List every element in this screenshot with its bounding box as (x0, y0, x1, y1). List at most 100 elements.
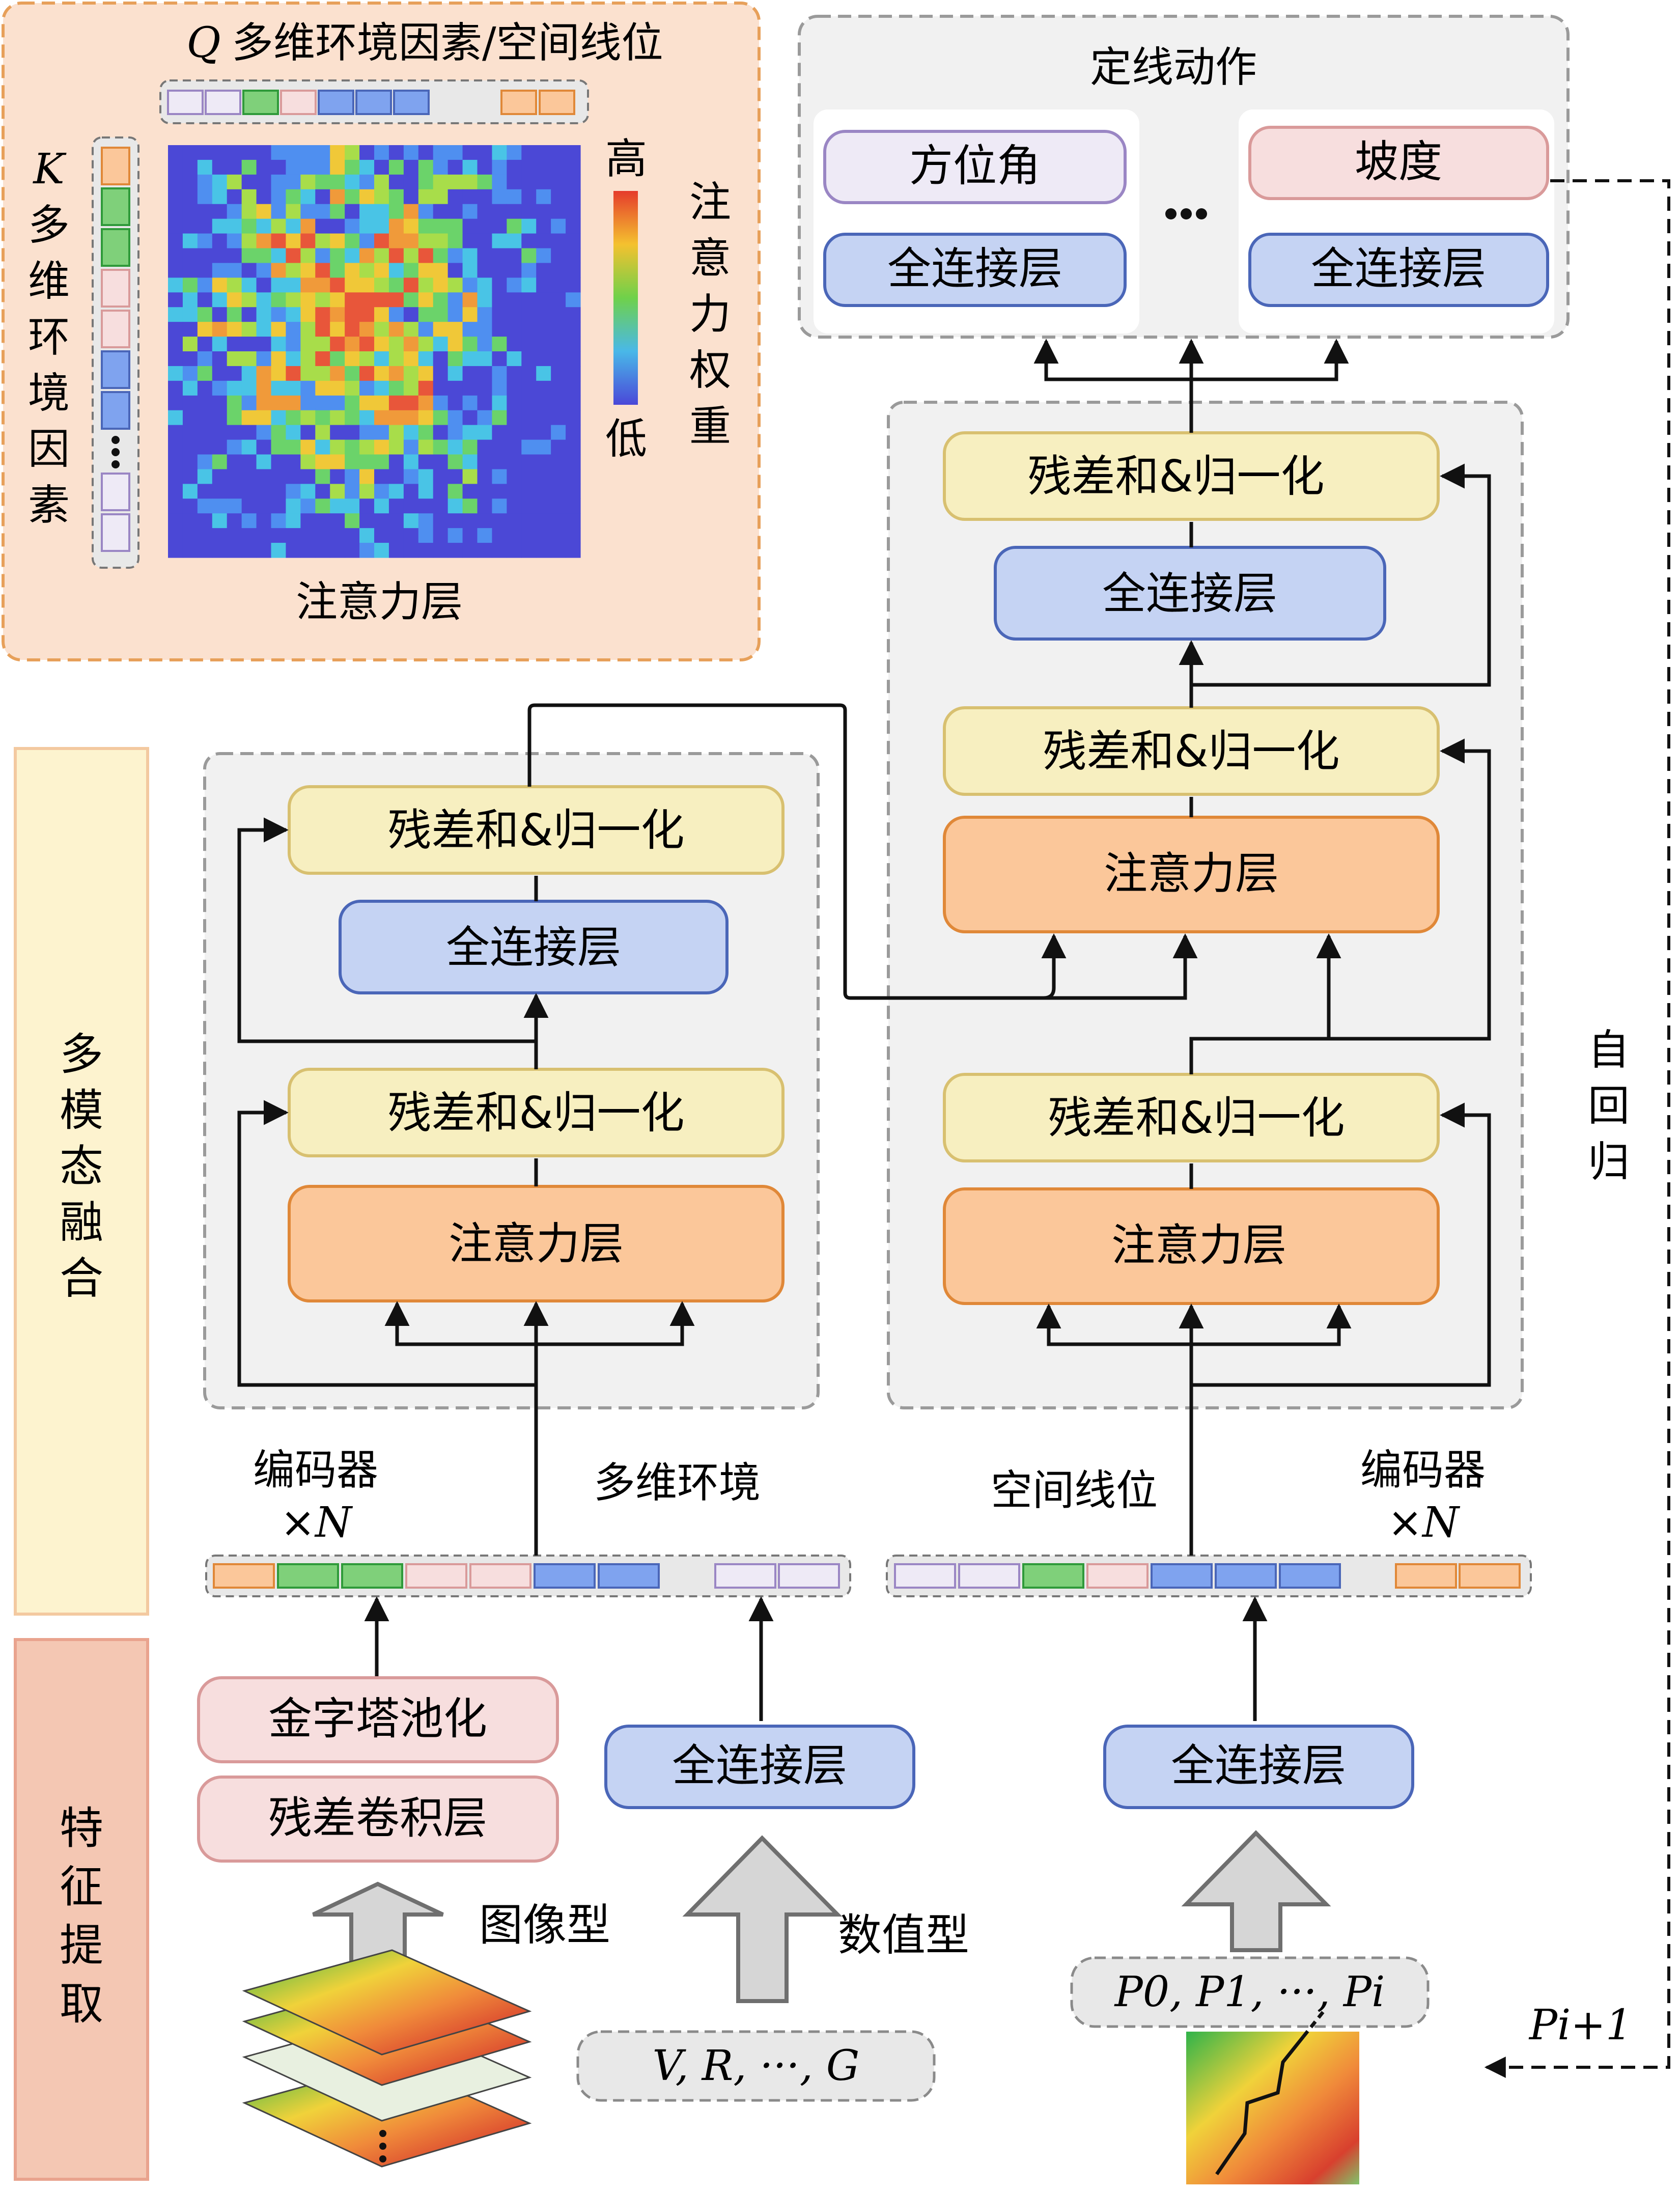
heatmap-cell (286, 425, 301, 440)
heatmap-cell (227, 174, 242, 190)
heatmap-cell (345, 395, 360, 411)
position-input-box (1070, 1956, 1430, 2028)
heatmap-cell (492, 263, 507, 278)
heatmap-cell (447, 204, 463, 219)
heatmap-cell (212, 233, 228, 249)
heatmap-cell (536, 233, 551, 249)
heatmap-cell (447, 233, 463, 249)
heatmap-cell (374, 410, 389, 426)
heatmap-cell (256, 233, 272, 249)
heatmap-cell (536, 366, 551, 381)
wvert-char: 意 (689, 234, 731, 283)
heatmap-cell (418, 351, 434, 367)
heatmap-cell (521, 307, 537, 322)
heatmap-cell (477, 307, 493, 322)
heatmap-cell (197, 174, 213, 190)
autovert-char: 回 (1588, 1082, 1630, 1130)
heatmap-cell (477, 145, 493, 160)
heatmap-cell (403, 145, 419, 160)
heatmap-cell (462, 278, 478, 293)
heatmap-cell (447, 322, 463, 337)
heatmap-cell (345, 513, 360, 529)
heatmap-cell (182, 410, 198, 426)
heatmap-cell (403, 454, 419, 470)
fusionvert-char: 模 (60, 1085, 103, 1136)
heatmap-cell (403, 248, 419, 264)
heatmap-cell (492, 395, 507, 411)
heatmap-cell (433, 204, 449, 219)
heatmap-cell (403, 425, 419, 440)
heatmap-cell (492, 366, 507, 381)
heatmap-cell (551, 513, 566, 529)
heatmap-cell (286, 380, 301, 396)
autoregressive-feedback-line (1484, 179, 1670, 2078)
heatmap-cell (536, 425, 551, 440)
encoder-token-cells (213, 1563, 840, 1589)
heatmap-cell (182, 454, 198, 470)
heatmap-cell (374, 307, 389, 322)
encoder-fc-box (339, 900, 729, 994)
slope-label: 坡度 (1355, 136, 1442, 187)
heatmap-cell (286, 174, 301, 190)
heatmap-cell (492, 233, 507, 249)
heatmap-cell (551, 159, 566, 175)
heatmap-cell (566, 159, 581, 175)
heatmap-cell (168, 498, 183, 514)
heatmap-cell (359, 337, 375, 352)
heatmap-cell (241, 395, 257, 411)
heatmap-cell (300, 484, 316, 499)
heatmap-cell (330, 366, 345, 381)
heatmap-cell (477, 366, 493, 381)
heatmap-cell (566, 439, 581, 455)
decoder-self-attention-label: 注意力层 (1111, 1220, 1286, 1271)
heatmap-cell (182, 278, 198, 293)
heatmap-cell (433, 380, 449, 396)
heatmap-cell (477, 380, 493, 396)
heatmap-cell (418, 278, 434, 293)
heatmap-cell (521, 322, 537, 337)
heatmap-cell (566, 469, 581, 484)
heatmap-cell (315, 159, 330, 175)
heatmap-cell (168, 145, 183, 160)
heatmap-cell (566, 395, 581, 411)
ktokens-cell (101, 391, 130, 430)
heatmap-cell (388, 528, 404, 543)
heatmap-cell (492, 543, 507, 558)
heatmap-cell (403, 469, 419, 484)
heatmap-cell (271, 395, 287, 411)
heatmap-cell (241, 322, 257, 337)
heatmap-cell (403, 513, 419, 529)
heatmap-cell (477, 159, 493, 175)
heatmap-cell (433, 189, 449, 205)
heatmap-cell (447, 454, 463, 470)
dectokens-cell (1151, 1563, 1213, 1589)
dectokens-cell (958, 1563, 1020, 1589)
image-layer-1 (242, 1949, 532, 2056)
decoder-add-norm-top-label: 残差和&归一化 (1027, 451, 1324, 502)
heatmap-cell (433, 278, 449, 293)
heatmap-cell (182, 218, 198, 234)
heatmap-cell (315, 337, 330, 352)
heatmap-cell (477, 174, 493, 190)
heatmap-cell (521, 395, 537, 411)
heatmap-cell (447, 425, 463, 440)
heatmap-cell (345, 425, 360, 440)
enctokens-cell (277, 1563, 339, 1589)
heatmap-cell (168, 395, 183, 411)
heatmap-cell (447, 145, 463, 160)
heatmap-cell (374, 159, 389, 175)
heatmap-cell (447, 351, 463, 367)
heatmap-cell (492, 498, 507, 514)
kvert-char: 维 (28, 257, 70, 306)
heatmap-cell (403, 233, 419, 249)
heatmap-cell (212, 337, 228, 352)
heatmap-cell (374, 425, 389, 440)
heatmap-cell (227, 218, 242, 234)
decoder-self-key-arrow (1036, 1303, 1191, 1346)
heatmap-cell (433, 410, 449, 426)
heatmap-cell (492, 248, 507, 264)
heatmap-cell (477, 263, 493, 278)
heatmap-cell (374, 366, 389, 381)
heatmap-cell (197, 145, 213, 160)
